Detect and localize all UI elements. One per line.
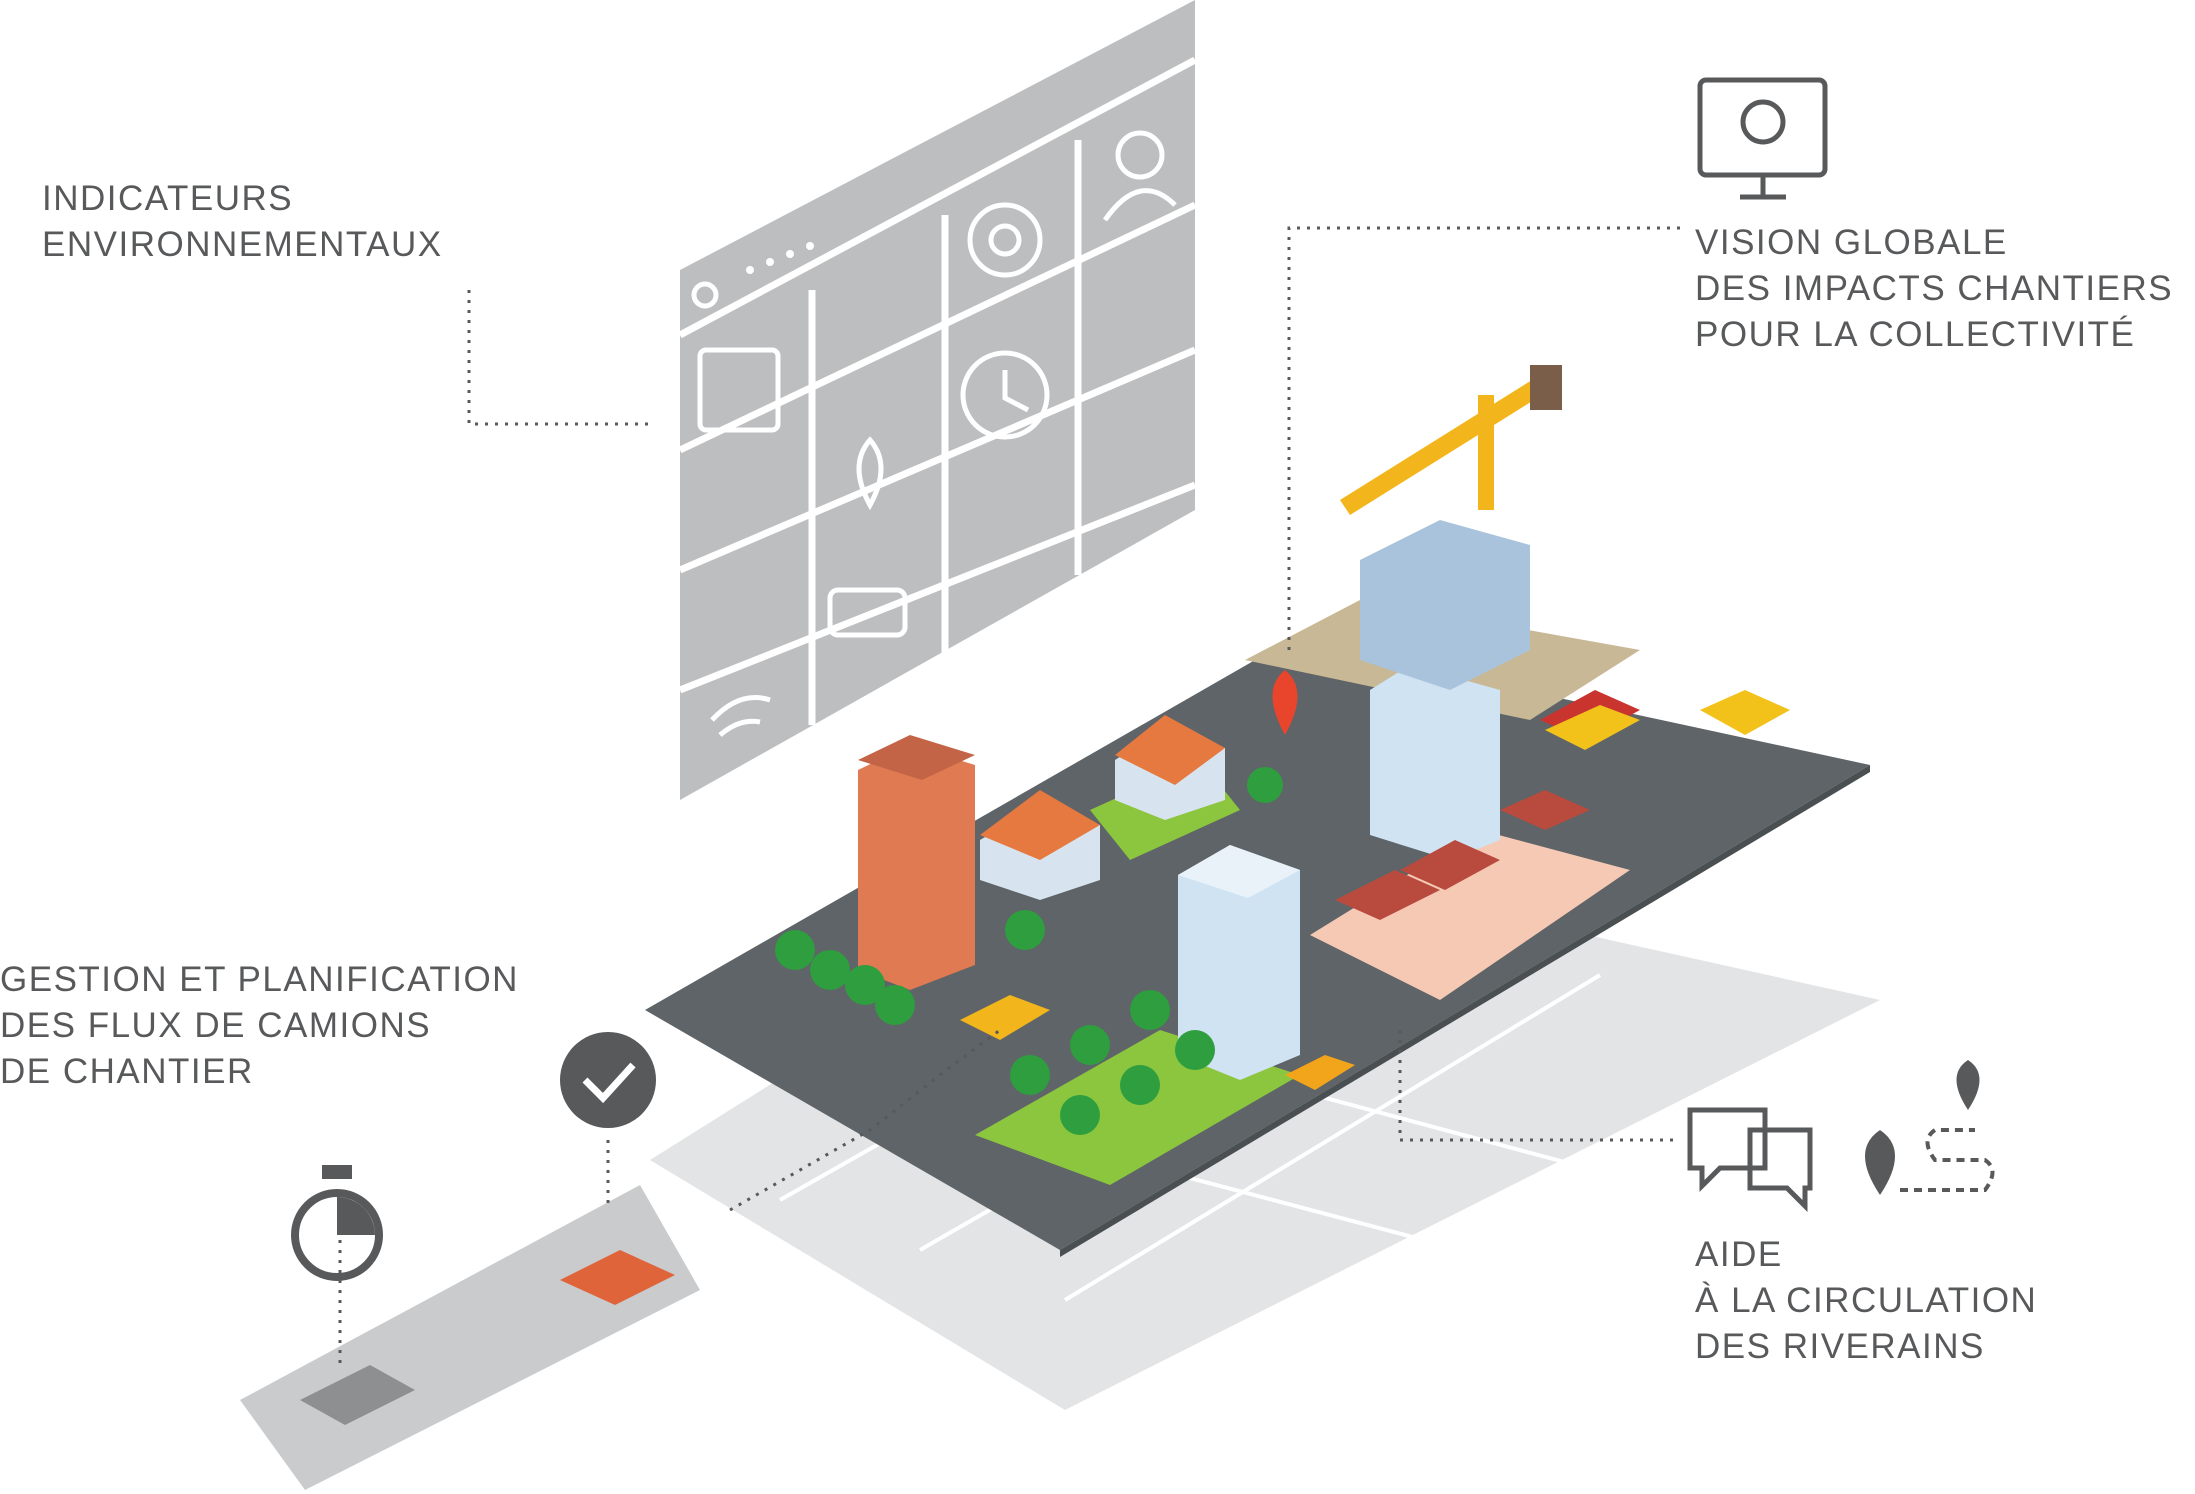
label-resident-traffic-aid: AIDE À LA CIRCULATION DES RIVERAINS xyxy=(1695,1232,2037,1370)
label-truck-flow-management: GESTION ET PLANIFICATION DES FLUX DE CAM… xyxy=(0,957,519,1095)
platform-edge xyxy=(1060,765,1870,1257)
label-line: DE CHANTIER xyxy=(0,1052,254,1091)
label-environmental-indicators: INDICATEURS ENVIRONNEMENTAUX xyxy=(42,176,443,268)
monitor-gear-icon xyxy=(1697,77,1828,200)
clock-icon xyxy=(960,350,1050,440)
chat-icon xyxy=(827,587,908,638)
white-office-building xyxy=(1178,845,1300,1080)
label-line: AIDE xyxy=(1695,1235,1783,1274)
brick-tower xyxy=(858,735,975,990)
label-line: À LA CIRCULATION xyxy=(1695,1281,2038,1320)
location-pin-icon xyxy=(856,436,884,511)
tower-crane xyxy=(1340,365,1562,515)
location-marker-icon xyxy=(1272,670,1298,735)
label-line: DES FLUX DE CAMIONS xyxy=(0,1006,432,1045)
stopwatch-icon xyxy=(291,1165,383,1281)
construction-tower xyxy=(1360,520,1530,690)
label-line: INDICATEURS xyxy=(42,179,294,218)
lower-road-strip xyxy=(240,1185,700,1490)
checkmark-icon xyxy=(560,1032,656,1128)
user-icon xyxy=(1115,130,1165,180)
label-line: POUR LA COLLECTIVITÉ xyxy=(1695,315,2136,354)
label-line: DES RIVERAINS xyxy=(1695,1327,1985,1366)
search-icon xyxy=(691,281,719,309)
label-line: ENVIRONNEMENTAUX xyxy=(42,225,443,264)
label-line: VISION GLOBALE xyxy=(1695,223,2008,262)
calendar-icon xyxy=(697,347,781,433)
gear-icon xyxy=(967,202,1043,278)
residential-lawn xyxy=(1310,830,1630,1000)
label-global-vision: VISION GLOBALE DES IMPACTS CHANTIERS POU… xyxy=(1695,220,2173,358)
tall-white-building xyxy=(1370,665,1500,860)
callout-connectors xyxy=(338,226,1680,1370)
wifi-icon xyxy=(710,695,771,737)
route-pins-icon xyxy=(1865,1060,1995,1195)
dashboard-panel xyxy=(678,0,1197,800)
red-roof-houses xyxy=(1335,790,1590,920)
suburban-houses xyxy=(980,715,1225,900)
label-line: GESTION ET PLANIFICATION xyxy=(0,960,519,999)
chat-bubbles-icon xyxy=(1687,1107,1813,1213)
label-line: DES IMPACTS CHANTIERS xyxy=(1695,269,2174,308)
trees xyxy=(775,767,1283,1135)
vehicles xyxy=(300,690,1790,1425)
